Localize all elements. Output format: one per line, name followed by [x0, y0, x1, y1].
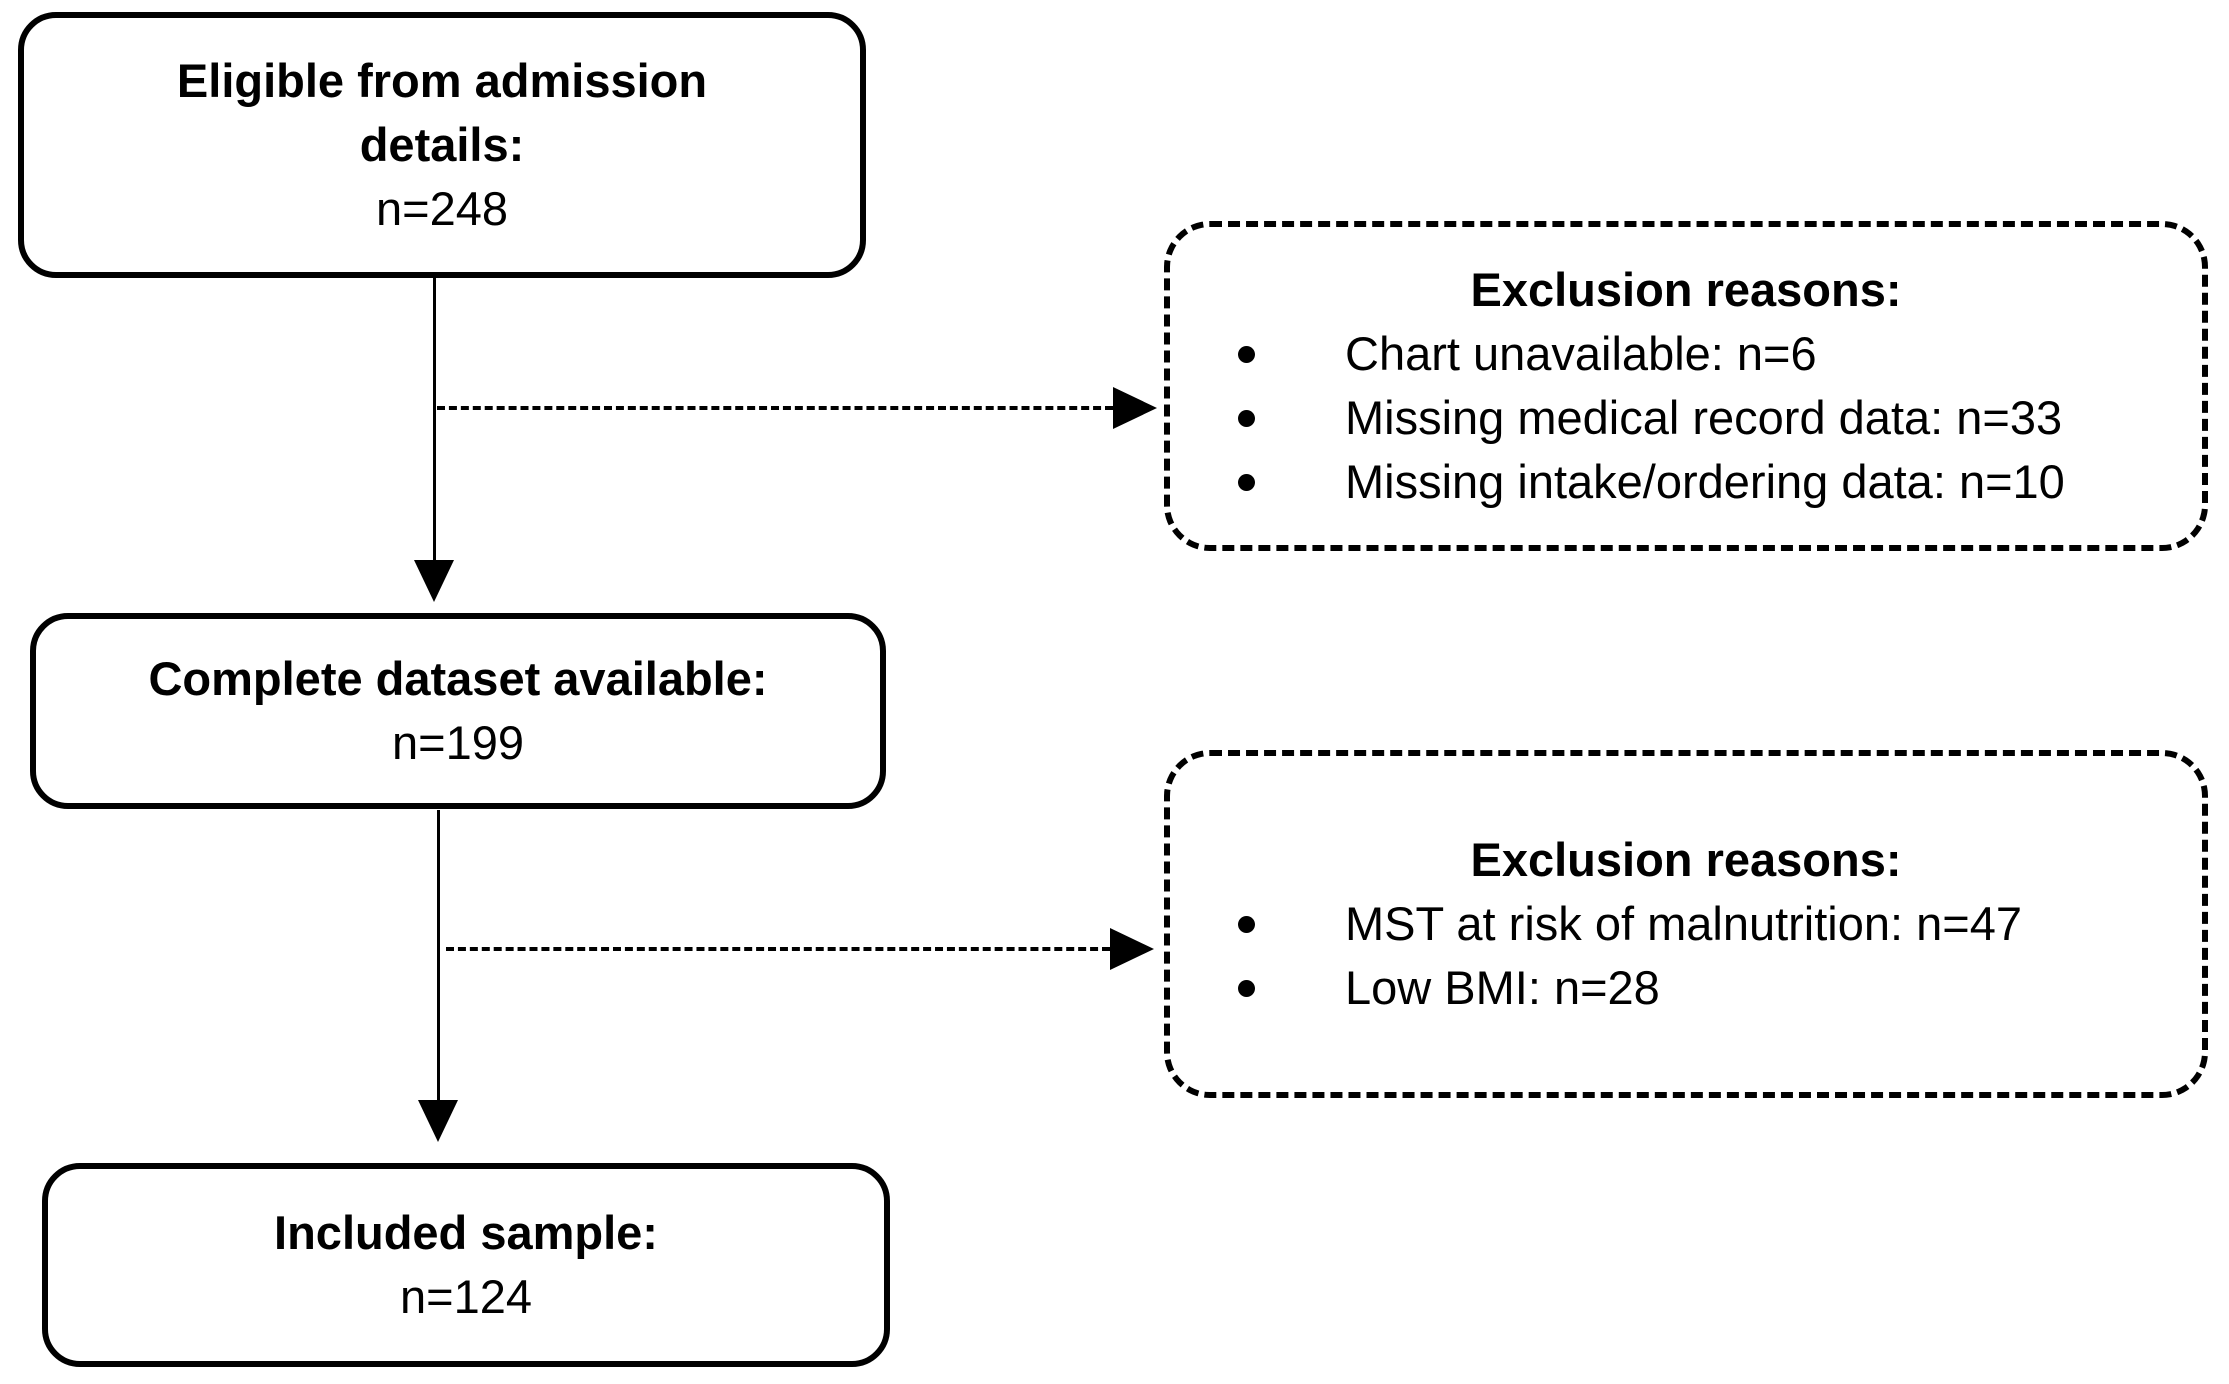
exclusion-box-chart-data: Exclusion reasons: Chart unavailable: n=… — [1164, 221, 2208, 551]
flow-node-count: n=199 — [391, 716, 524, 769]
flow-node-title: Complete dataset available: — [148, 652, 768, 705]
exclusion-list: Chart unavailable: n=6 Missing medical r… — [1170, 322, 2202, 514]
flow-node-title: Eligible from admission details: — [176, 54, 708, 171]
exclusion-item: MST at risk of malnutrition: n=47 — [1170, 892, 2202, 956]
exclusion-heading: Exclusion reasons: — [1470, 263, 1902, 316]
flow-node-count: n=248 — [375, 182, 508, 235]
dashed-arrow-line-2 — [446, 947, 1110, 951]
bullet-icon — [1238, 979, 1255, 997]
exclusion-item-text: Low BMI: n=28 — [1345, 961, 1660, 1014]
exclusion-box-screening: Exclusion reasons: MST at risk of malnut… — [1164, 750, 2208, 1098]
bullet-icon — [1238, 409, 1255, 427]
arrow-down-head-icon — [418, 1100, 458, 1142]
dashed-arrow-head-icon — [1110, 928, 1154, 970]
exclusion-item: Missing medical record data: n=33 — [1170, 386, 2202, 450]
bullet-icon — [1238, 915, 1255, 933]
flow-node-count: n=124 — [399, 1270, 532, 1323]
exclusion-item-text: MST at risk of malnutrition: n=47 — [1345, 897, 2023, 950]
exclusion-item-text: Chart unavailable: n=6 — [1345, 327, 1817, 380]
dashed-arrow-line-1 — [437, 406, 1113, 410]
exclusion-item-text: Missing intake/ordering data: n=10 — [1345, 455, 2065, 508]
flow-node-included-sample: Included sample: n=124 — [42, 1163, 890, 1367]
exclusion-list: MST at risk of malnutrition: n=47 Low BM… — [1170, 892, 2202, 1020]
exclusion-item: Low BMI: n=28 — [1170, 956, 2202, 1020]
arrow-down-line-2 — [437, 810, 440, 1100]
exclusion-heading: Exclusion reasons: — [1470, 833, 1902, 886]
bullet-icon — [1238, 345, 1255, 363]
flow-node-eligible: Eligible from admission details: n=248 — [18, 12, 866, 278]
bullet-icon — [1238, 473, 1255, 491]
flow-node-title: Included sample: — [274, 1206, 658, 1259]
exclusion-item-text: Missing medical record data: n=33 — [1345, 391, 2063, 444]
arrow-down-line-1 — [433, 278, 436, 562]
flow-node-complete-dataset: Complete dataset available: n=199 — [30, 613, 886, 809]
exclusion-item: Chart unavailable: n=6 — [1170, 322, 2202, 386]
arrow-down-head-icon — [414, 560, 454, 602]
exclusion-item: Missing intake/ordering data: n=10 — [1170, 450, 2202, 514]
dashed-arrow-head-icon — [1113, 387, 1157, 429]
